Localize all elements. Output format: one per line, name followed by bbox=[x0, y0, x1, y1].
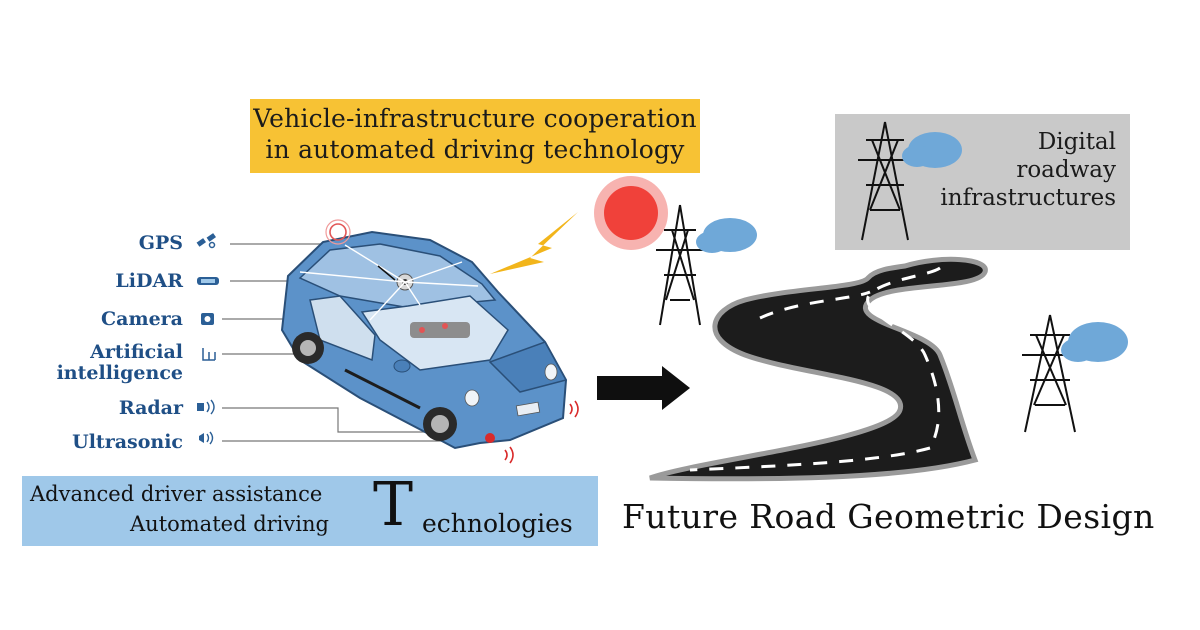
power-pylon-icon bbox=[1022, 314, 1078, 433]
cooperation-title-box: Vehicle-infrastructure cooperation in au… bbox=[250, 99, 700, 173]
technologies-box: Advanced driver assistance Automated dri… bbox=[22, 470, 598, 546]
lidar-icon bbox=[197, 277, 219, 285]
tech-rest: echnologies bbox=[422, 509, 573, 538]
sensor-label-ai-2: intelligence bbox=[56, 362, 183, 384]
ultrasonic-icon bbox=[199, 431, 214, 445]
radar-icon bbox=[197, 399, 215, 415]
future-road-title: Future Road Geometric Design bbox=[622, 497, 1155, 536]
tech-line2: Automated driving bbox=[130, 512, 329, 536]
sensor-label-lidar: LiDAR bbox=[115, 270, 183, 292]
chip-icon bbox=[202, 348, 216, 361]
winding-road bbox=[649, 256, 988, 482]
infrastructure-line1: Digital bbox=[1037, 129, 1116, 155]
arrow-right-icon bbox=[597, 366, 690, 410]
sensor-label-ultrasonic: Ultrasonic bbox=[72, 431, 183, 453]
sun-icon bbox=[594, 176, 668, 250]
cooperation-title-line1: Vehicle-infrastructure cooperation bbox=[253, 104, 697, 133]
lightning-bolt-icon bbox=[490, 212, 578, 274]
satellite-icon bbox=[196, 233, 216, 249]
sensor-leader-lines bbox=[222, 243, 485, 442]
infrastructure-box: Digital roadway infrastructures bbox=[835, 114, 1130, 250]
power-pylon-icon bbox=[656, 204, 704, 326]
cloud-icon bbox=[696, 218, 757, 253]
camera-icon bbox=[201, 313, 214, 325]
infrastructure-line3: infrastructures bbox=[940, 185, 1116, 211]
sensor-label-camera: Camera bbox=[101, 308, 183, 330]
tech-big-letter: T bbox=[373, 470, 414, 540]
tech-line1: Advanced driver assistance bbox=[30, 482, 323, 506]
car-illustration bbox=[280, 219, 579, 464]
cloud-icon bbox=[1061, 322, 1128, 362]
infrastructure-line2: roadway bbox=[1016, 157, 1116, 183]
sensor-label-gps: GPS bbox=[138, 232, 183, 254]
cooperation-title-line2: in automated driving technology bbox=[265, 135, 685, 164]
sensor-label-radar: Radar bbox=[118, 397, 183, 419]
sensor-label-ai-1: Artificial bbox=[90, 341, 183, 363]
